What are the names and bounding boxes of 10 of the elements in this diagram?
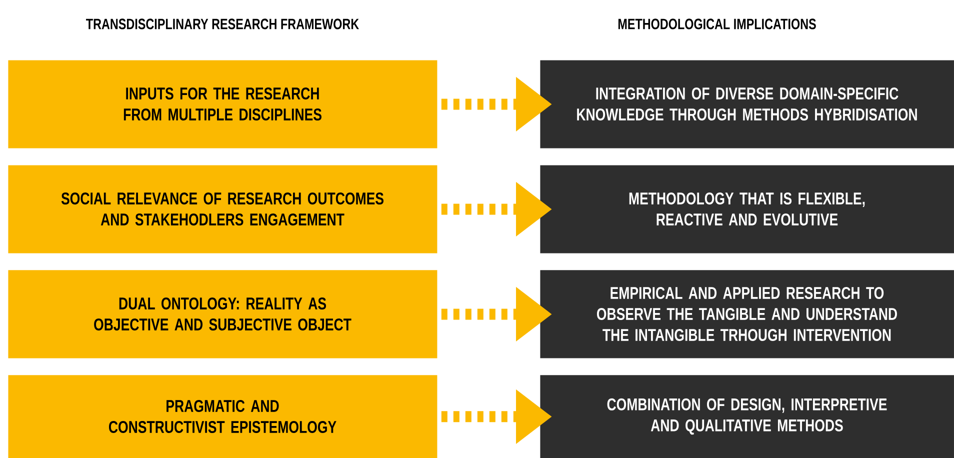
implication-box: METHODOLOGY THAT IS FLEXIBLE, REACTIVE AND EVOLUTIVE — [540, 165, 954, 254]
framework-box: INPUTS FOR THE RESEARCH FROM MULTIPLE DISCIPLINES — [8, 60, 438, 148]
column-heading: TRANSDISCIPLINARY RESEARCH FRAMEWORK — [86, 18, 359, 30]
framework-box: PRAGMATIC AND CONSTRUCTIVIST EPISTEMOLOGY — [8, 375, 438, 458]
column-heading: METHODOLOGICAL IMPLICATIONS — [618, 18, 816, 30]
implication-box: EMPIRICAL AND APPLIED RESEARCH TO OBSERVE THE TANGIBLE AND UNDERSTAND THE INTANGIBLE TRHOUGH INTERVENTION — [540, 270, 954, 358]
framework-box: DUAL ONTOLOGY: REALITY AS OBJECTIVE AND SUBJECTIVE OBJECT — [8, 270, 438, 358]
framework-box: SOCIAL RELEVANCE OF RESEARCH OUTCOMES AND STAKEHODLERS ENGAGEMENT — [8, 165, 438, 254]
implication-box: COMBINATION OF DESIGN, INTERPRETIVE AND QUALITATIVE METHODS — [540, 375, 954, 458]
implication-box: INTEGRATION OF DIVERSE DOMAIN-SPECIFIC KNOWLEDGE THROUGH METHODS HYBRIDISATION — [540, 60, 954, 148]
